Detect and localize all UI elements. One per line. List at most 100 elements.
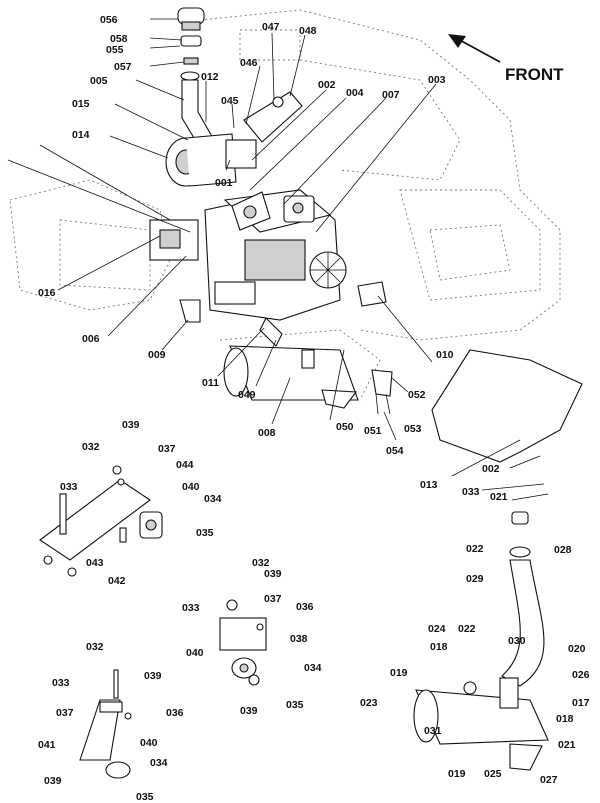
callout-056: 056 (100, 14, 118, 26)
cooling-fan (309, 251, 347, 289)
callout-028: 028 (554, 544, 572, 556)
callout-labels: 056 058 055 057 005 012 046 047 048 045 … (38, 14, 590, 803)
callout-042: 042 (108, 575, 126, 587)
callout-002-b: 002 (482, 463, 500, 475)
fuel-pump (283, 195, 315, 223)
callout-048: 048 (299, 25, 317, 37)
callout-018-a: 018 (556, 713, 574, 725)
callout-004: 004 (346, 87, 364, 99)
callout-037-c: 037 (56, 707, 74, 719)
callout-055: 055 (106, 44, 124, 56)
muffler-bracket (301, 349, 393, 397)
callout-040-a: 040 (182, 481, 200, 493)
callout-050: 050 (336, 421, 354, 433)
intake-tube (243, 91, 303, 143)
callout-017: 017 (572, 697, 590, 709)
callout-019-b: 019 (448, 768, 466, 780)
mount-detail-c (79, 669, 132, 779)
callout-038: 038 (290, 633, 308, 645)
callout-049: 049 (238, 389, 256, 401)
callout-040-b: 040 (186, 647, 204, 659)
engine-mount-right (357, 281, 387, 307)
callout-002: 002 (318, 79, 336, 91)
callout-033-d: 033 (52, 677, 70, 689)
callout-043: 043 (86, 557, 104, 569)
callout-022-b: 022 (458, 623, 476, 635)
callout-026: 026 (572, 669, 590, 681)
callout-022-a: 022 (466, 543, 484, 555)
callout-027: 027 (540, 774, 558, 786)
callout-003: 003 (428, 74, 446, 86)
callout-030: 030 (508, 635, 526, 647)
callout-021-a: 021 (490, 491, 508, 503)
callout-007: 007 (382, 89, 400, 101)
callout-010: 010 (436, 349, 454, 361)
callout-009: 009 (148, 349, 166, 361)
callout-034-c: 034 (150, 757, 168, 769)
callout-047: 047 (262, 21, 280, 33)
muffler (223, 345, 359, 409)
leader-lines (57, 18, 549, 501)
callout-034-b: 034 (304, 662, 322, 674)
callout-016: 016 (38, 287, 56, 299)
callout-039-e: 039 (44, 775, 62, 787)
callout-032-c: 032 (86, 641, 104, 653)
callout-034-a: 034 (204, 493, 222, 505)
callout-001: 001 (215, 177, 233, 189)
front-orientation-arrow (448, 34, 501, 63)
cylinder-head (231, 191, 271, 231)
callout-032-b: 032 (252, 557, 270, 569)
callout-019-a: 019 (390, 667, 408, 679)
callout-023: 023 (360, 697, 378, 709)
front-label: FRONT (505, 65, 564, 84)
heat-shield (431, 349, 583, 463)
air-cleaner-cap (177, 7, 205, 81)
callout-044: 044 (176, 459, 194, 471)
callout-005: 005 (90, 75, 108, 87)
callout-018-b: 018 (430, 641, 448, 653)
governor-control (149, 219, 199, 261)
callout-037-b: 037 (264, 593, 282, 605)
callout-013: 013 (420, 479, 438, 491)
callout-006: 006 (82, 333, 100, 345)
callout-051: 051 (364, 425, 382, 437)
callout-032-a: 032 (82, 441, 100, 453)
callout-039-d: 039 (144, 670, 162, 682)
callout-037-a: 037 (158, 443, 176, 455)
callout-012: 012 (201, 71, 219, 83)
callout-033-c: 033 (182, 602, 200, 614)
callout-014: 014 (72, 129, 90, 141)
callout-021-b: 021 (558, 739, 576, 751)
exhaust-detail (413, 511, 549, 771)
callout-011: 011 (202, 377, 219, 389)
callout-058: 058 (110, 33, 128, 45)
callout-039-a: 039 (122, 419, 140, 431)
callout-041: 041 (38, 739, 56, 751)
callout-039-b: 039 (264, 568, 282, 580)
callout-046: 046 (240, 57, 258, 69)
callout-035-a: 035 (196, 527, 214, 539)
callout-045: 045 (221, 95, 239, 107)
callout-035-b: 035 (286, 699, 304, 711)
callout-036-a: 036 (296, 601, 314, 613)
callout-057: 057 (114, 61, 132, 73)
air-cleaner-body (165, 133, 257, 187)
callout-035-c: 035 (136, 791, 154, 803)
mount-detail-a (39, 465, 163, 577)
throttle-cable (7, 144, 191, 233)
callout-015: 015 (72, 98, 90, 110)
callout-024: 024 (428, 623, 446, 635)
callout-039-c: 039 (240, 705, 258, 717)
callout-033-b: 033 (60, 481, 78, 493)
callout-033-a: 033 (462, 486, 480, 498)
callout-008: 008 (258, 427, 276, 439)
callout-053: 053 (404, 423, 422, 435)
callout-052: 052 (408, 389, 426, 401)
mount-detail-b (219, 599, 267, 686)
callout-040-c: 040 (140, 737, 158, 749)
callout-031: 031 (424, 725, 442, 737)
callout-025: 025 (484, 768, 502, 780)
callout-029: 029 (466, 573, 484, 585)
engine-mount-rear (179, 299, 201, 323)
